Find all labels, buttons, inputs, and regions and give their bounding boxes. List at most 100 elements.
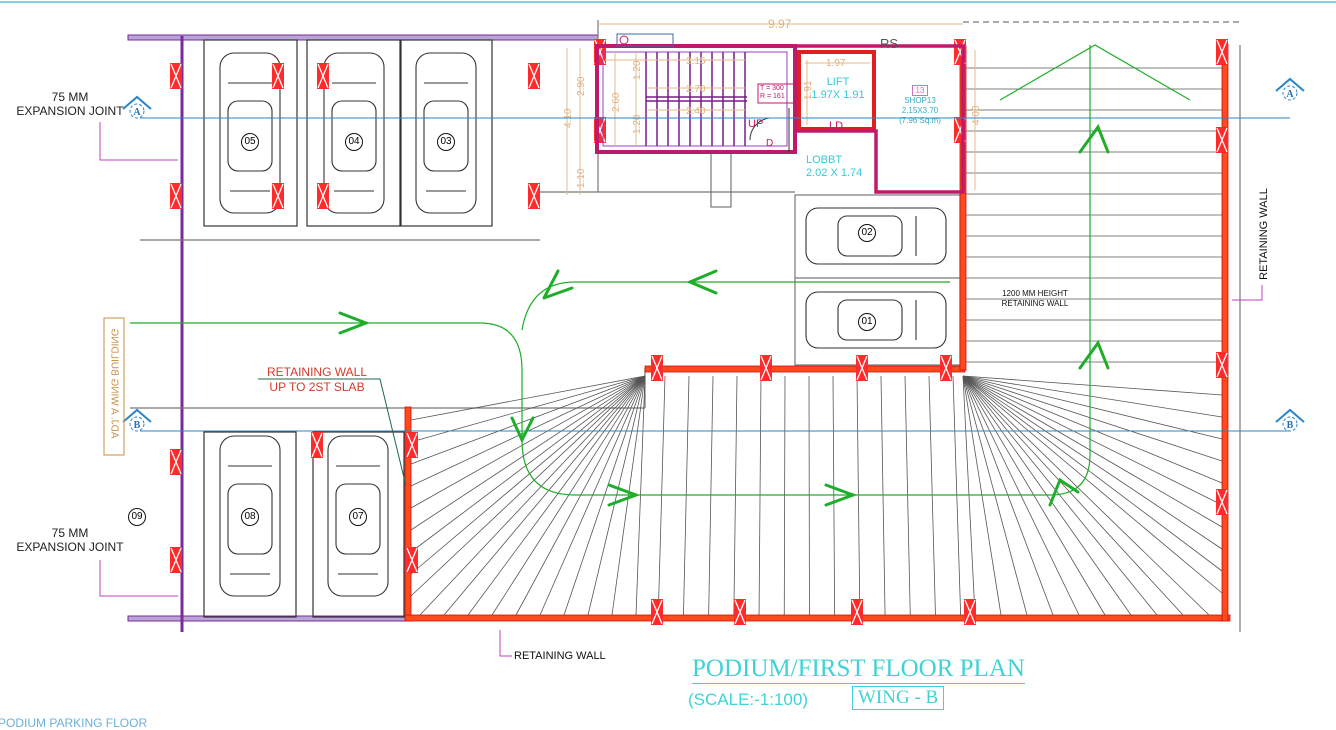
shop-label: 13 SHOP13 2.15X3.70 (7.96 Sq.m) [878,86,962,126]
dim-2.90: 2.90 [576,76,587,96]
dim-2.60: 2.60 [611,92,622,112]
ramp-line [411,376,645,530]
column-icon [734,599,746,625]
column-icon [317,63,329,89]
rs-label: RS [880,36,898,51]
retaining-wall-right-label: RETAINING WALL [1258,184,1270,284]
retaining-wall-note-line2: UP TO 2ST SLAB [252,380,382,395]
ramp-line [411,376,645,508]
grid-marker-A: A [1276,79,1304,100]
dim-1.97: 1.97 [826,58,846,69]
column-icon [311,432,323,458]
parking-slot-number: 08 [241,508,259,526]
column-markers [170,39,1228,625]
ramp-line [963,376,1222,549]
lobby-name: LOBBT [806,154,862,167]
parking-slot-number: 01 [858,313,876,331]
expansion-joint-text: EXPANSION JOINT [0,104,160,118]
expansion-joint-size: 75 MM [0,90,160,104]
grid-marker-label: A [1286,89,1294,100]
expansion-joint-label-top: 75 MM EXPANSION JOINT [10,90,160,118]
stair-spec: T = 300 R = 161 [760,85,785,101]
dim-1.10: 1.10 [576,168,587,188]
shop-name: SHOP13 [878,96,962,106]
column-icon [272,183,284,209]
retaining-wall-note: RETAINING WALL UP TO 2ST SLAB [252,365,382,395]
parking-slot-number: 07 [349,508,367,526]
plan-title: PODIUM/FIRST FLOOR PLAN [692,655,1025,684]
parking-slot-number: 03 [437,133,455,151]
column-icon [170,547,182,573]
column-icon [170,183,182,209]
column-icon [651,599,663,625]
ramp-slope-lines [411,68,1222,615]
column-icon [856,355,868,381]
lift-size: 1.97X 1.91 [803,89,873,102]
shop-size: 2.15X3.70 [878,106,962,116]
column-icon [760,355,772,381]
dim-2.70: 2.70 [686,84,706,95]
grid-marker-B: B [123,410,151,431]
ramp-line [963,376,1222,571]
car-icon [806,292,946,348]
ramp-line [411,376,645,552]
lobby-label: LOBBT 2.02 X 1.74 [806,154,862,180]
ramp-line [963,376,1222,505]
retaining-wall-1200-line1: 1200 MM HEIGHT [985,289,1085,299]
column-icon [651,355,663,381]
dim-3.15: 3.15 [686,56,706,67]
parking-slot-number: 04 [345,133,363,151]
expansion-joint-label-bottom: 75 MM EXPANSION JOINT [10,526,160,554]
retaining-wall-bottom-label: RETAINING WALL [514,650,606,662]
site-boundary [128,35,598,632]
column-icon [1216,489,1228,515]
shop-area: (7.96 Sq.m) [878,116,962,126]
up-label: UP [748,118,763,130]
wing-label: WING - B [852,686,944,710]
column-icon [317,183,329,209]
column-icon [170,63,182,89]
parking-slot-number: 02 [858,224,876,242]
column-icon [1216,127,1228,153]
stair-riser: R = 161 [760,93,785,101]
expansion-joint-text: EXPANSION JOINT [0,540,160,554]
shop-number: 13 [912,85,929,96]
expansion-joint-size: 75 MM [0,526,160,540]
column-icon [528,183,540,209]
parking-slot-number: 09 [128,508,146,526]
column-icon [528,63,540,89]
retaining-wall-1200-line2: RETAINING WALL [985,299,1085,309]
grid-marker-label: B [134,420,141,431]
grid-marker-B: B [1276,410,1304,431]
direction-arrows [340,127,1108,505]
dim-1.20b: 1.20 [632,114,643,134]
retaining-wall-note-line1: RETAINING WALL [252,365,382,380]
stair-tread: T = 300 [760,85,785,93]
column-icon [1216,352,1228,378]
adjacent-building-label: ADJ. A WING BUILDING [109,324,120,444]
dim-2.40: 2.40 [686,106,706,117]
ramp-line [411,376,645,574]
d-label: D [766,138,773,149]
lift-name: LIFT [803,76,873,89]
ld-label: LD [829,120,843,132]
column-icon [272,63,284,89]
ramp-line [963,376,1222,527]
column-icon [1216,39,1228,65]
car-icon [806,208,946,264]
column-icon [851,599,863,625]
ramp-line [411,376,645,464]
dim-4.00: 4.00 [971,105,982,125]
dim-1.20a: 1.20 [632,60,643,80]
grid-marker-label: B [1287,420,1294,431]
ramp-line [963,376,1222,417]
parking-slot-number: 05 [241,133,259,151]
retaining-wall-1200-label: 1200 MM HEIGHT RETAINING WALL [985,289,1085,309]
column-icon [170,449,182,475]
plan-scale: (SCALE:-1:100) [688,690,808,710]
lift-label: LIFT 1.97X 1.91 [803,76,873,102]
column-icon [940,355,952,381]
column-icon [406,547,418,573]
column-icon [406,432,418,458]
